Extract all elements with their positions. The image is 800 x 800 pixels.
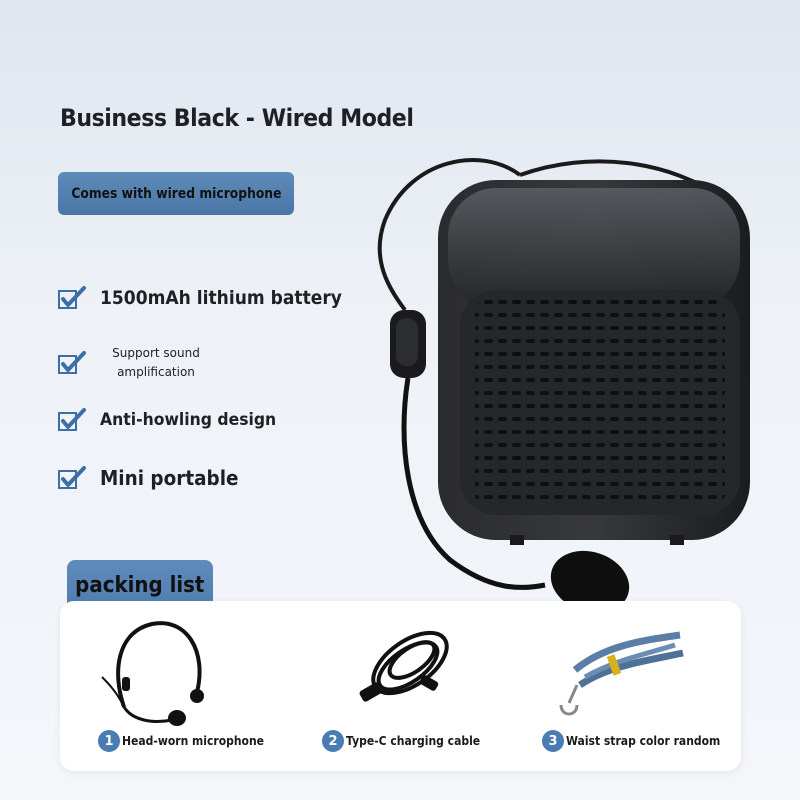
- feature-text: Anti-howling design: [100, 410, 277, 430]
- feature-item: Anti-howling design: [58, 408, 292, 432]
- packing-list-heading: packing list: [75, 572, 205, 598]
- check-icon: [58, 408, 86, 431]
- packing-item-label: Type-C charging cable: [346, 734, 481, 748]
- packing-item-label: Waist strap color random: [566, 734, 721, 748]
- product-title: Business Black - Wired Model: [60, 104, 414, 132]
- microphone-badge-label: Comes with wired microphone: [70, 185, 282, 202]
- packing-item-label: Head-worn microphone: [122, 734, 265, 748]
- packing-item: 3 Waist strap color random: [542, 730, 737, 752]
- waist-strap-image: [559, 631, 684, 716]
- feature-item: Mini portable: [58, 466, 251, 490]
- feature-text: 1500mAh lithium battery: [100, 287, 342, 309]
- feature-item: Support sound amplification: [58, 344, 206, 382]
- packing-item: 2 Type-C charging cable: [322, 730, 495, 752]
- feature-text: Mini portable: [100, 466, 239, 490]
- feature-text: Support sound amplification: [112, 346, 200, 379]
- check-icon: [58, 286, 86, 309]
- packing-item: 1 Head-worn microphone: [98, 730, 280, 752]
- check-icon: [58, 466, 86, 489]
- headset-microphone-image: [101, 621, 204, 726]
- check-icon: [58, 351, 86, 374]
- packing-item-number: 3: [542, 730, 564, 752]
- microphone-badge: Comes with wired microphone: [58, 172, 294, 215]
- packing-item-number: 1: [98, 730, 120, 752]
- speaker-image: [377, 158, 750, 614]
- packing-item-number: 2: [322, 730, 344, 752]
- feature-item: 1500mAh lithium battery: [58, 286, 369, 310]
- charging-cable-image: [359, 630, 449, 702]
